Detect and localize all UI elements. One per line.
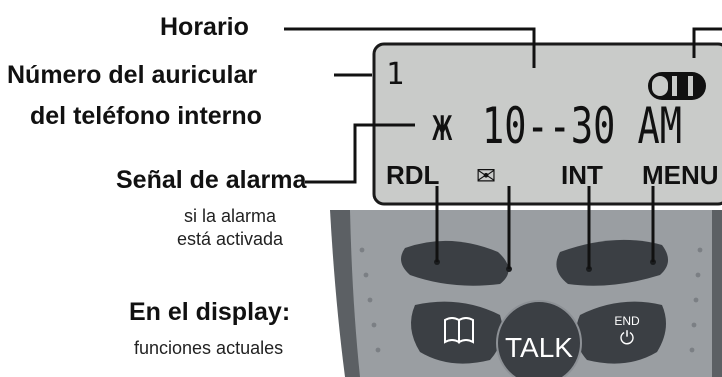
lcd-time: 10--30 AM [482,97,682,155]
phonebook-icon [444,317,474,344]
lcd-alarm-symbol: Ж [432,109,453,149]
leader-horario [284,27,536,68]
callout-numero-line2: del teléfono interno [30,102,262,130]
callout-alarma-sub1: si la alarma [184,206,277,226]
leader-battery [692,27,722,58]
lcd-handset-number: 1 [386,57,404,92]
lcd-softkey-menu: MENU [642,160,719,190]
leader-alarma [305,123,415,184]
power-icon: ⏻ [620,328,634,349]
lcd-softkey-msg: ✉ [476,162,496,190]
softkey-left [401,240,509,286]
end-key [575,301,666,364]
callout-alarma-title: Señal de alarma [116,166,307,194]
lcd-softkey-int: INT [561,160,603,190]
talk-key-label: TALK [505,332,573,363]
battery-icon [648,72,706,100]
end-key-label: END [614,314,640,328]
callout-display-title: En el display: [129,298,291,326]
callout-horario: Horario [160,13,249,41]
phonebook-key [411,301,503,364]
callout-alarma-sub2: está activada [177,229,284,249]
callout-display-sub: funciones actuales [134,338,284,358]
callout-numero-line1: Número del auricular [7,61,258,89]
lcd-softkey-rdl: RDL [386,160,440,190]
softkey-right [556,239,669,286]
talk-key [497,301,581,377]
